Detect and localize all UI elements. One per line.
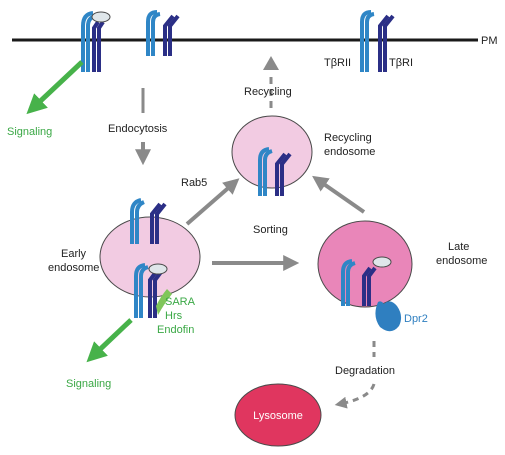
ligand-icon-early — [148, 263, 168, 275]
tbrii-label: TβRII — [324, 57, 351, 69]
lysosome — [234, 383, 322, 447]
recycling-endosome-label-1: Recycling — [324, 132, 372, 144]
late-endosome-receptors — [341, 256, 392, 306]
signaling-arrow-top — [26, 60, 84, 115]
endocytosis-label: Endocytosis — [108, 123, 168, 135]
ligand-icon — [91, 11, 111, 23]
tbri-label: TβRI — [389, 57, 413, 69]
early-endosome-receptors-bottom — [134, 263, 168, 318]
rab5-label: Rab5 — [181, 177, 207, 189]
dpr2-blob — [375, 301, 402, 332]
pm-label: PM — [481, 35, 498, 47]
early-endosome-label-2: endosome — [48, 262, 99, 274]
signaling-arrow-bottom — [86, 318, 133, 363]
hrs-label: Hrs — [165, 310, 183, 322]
sara-label: SARA — [165, 296, 196, 308]
late-to-recycling-arrow — [312, 175, 366, 214]
late-endosome-label-1: Late — [448, 241, 469, 253]
recycling-label: Recycling — [244, 86, 292, 98]
endofin-label: Endofin — [157, 324, 194, 336]
signaling-top-label: Signaling — [7, 126, 52, 138]
rab5-arrow — [185, 178, 240, 226]
lysosome-label: Lysosome — [253, 410, 303, 422]
late-endosome-label-2: endosome — [436, 255, 487, 267]
degradation-label: Degradation — [335, 365, 395, 377]
membrane-receptor-complex-ligand — [81, 11, 111, 72]
early-endosome-receptors-top — [130, 198, 167, 244]
early-endosome-label-1: Early — [61, 248, 87, 260]
membrane-receptor-pair — [146, 10, 180, 56]
signaling-bottom-label: Signaling — [66, 378, 111, 390]
sara-adaptor — [156, 289, 172, 315]
degradation-arrow-curve — [334, 383, 376, 409]
membrane-receptor-labelled — [360, 10, 395, 72]
recycling-endosome-receptors — [258, 147, 292, 196]
dpr2-label: Dpr2 — [404, 313, 428, 325]
sorting-label: Sorting — [253, 224, 288, 236]
ligand-icon-late — [372, 256, 392, 268]
recycling-endosome-label-2: endosome — [324, 146, 375, 158]
recycling-arrow-head — [263, 56, 279, 70]
